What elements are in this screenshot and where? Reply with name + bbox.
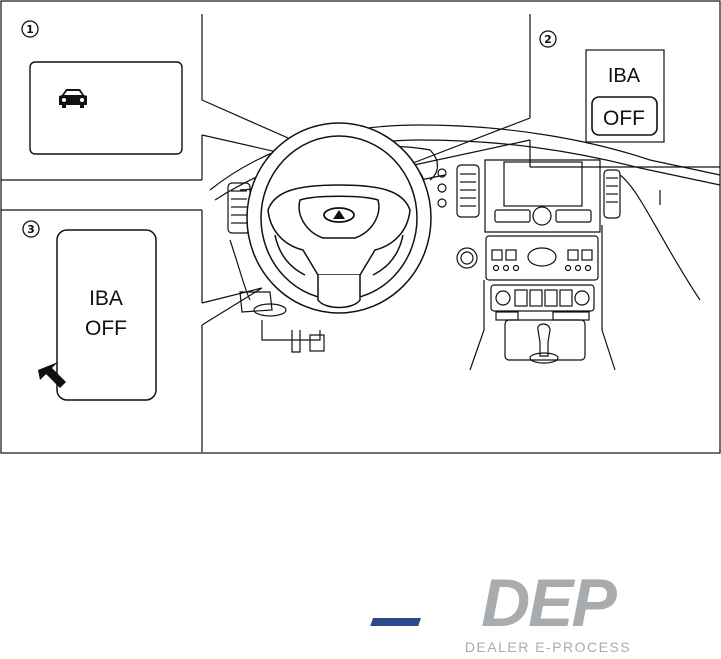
dep-logo-tagline: DEALER E-PROCESS — [465, 639, 631, 655]
callout-2-number: 2 — [544, 33, 552, 46]
gear-shifter — [530, 324, 558, 363]
iba-off-switch-large — [57, 230, 156, 400]
car-icon — [59, 89, 87, 108]
pointer-arrow-icon — [38, 362, 66, 388]
panel3-off-label: OFF — [85, 317, 127, 340]
callout-1-number: 1 — [26, 23, 34, 36]
climate-panel — [491, 285, 594, 320]
callout-3-number: 3 — [27, 223, 35, 236]
ignition-knob — [457, 248, 477, 268]
indicator-display-box — [30, 62, 182, 154]
navigation-screen — [485, 160, 600, 232]
dep-logo-letters: DEP — [481, 565, 617, 641]
infiniti-emblem-icon — [324, 208, 354, 222]
panel-1: 1 — [1, 14, 202, 180]
dep-logo: DEP DEALER E-PROCESS — [370, 565, 631, 655]
panel2-off-label: OFF — [603, 107, 645, 130]
audio-panel — [486, 236, 598, 280]
panel-2: 2 IBA OFF — [530, 14, 720, 167]
panel-3: 3 IBA OFF — [1, 210, 202, 452]
panel3-iba-label: IBA — [89, 287, 123, 310]
center-air-vent-left — [457, 165, 479, 217]
center-air-vent-right — [604, 170, 620, 218]
panel2-iba-label: IBA — [608, 65, 641, 87]
